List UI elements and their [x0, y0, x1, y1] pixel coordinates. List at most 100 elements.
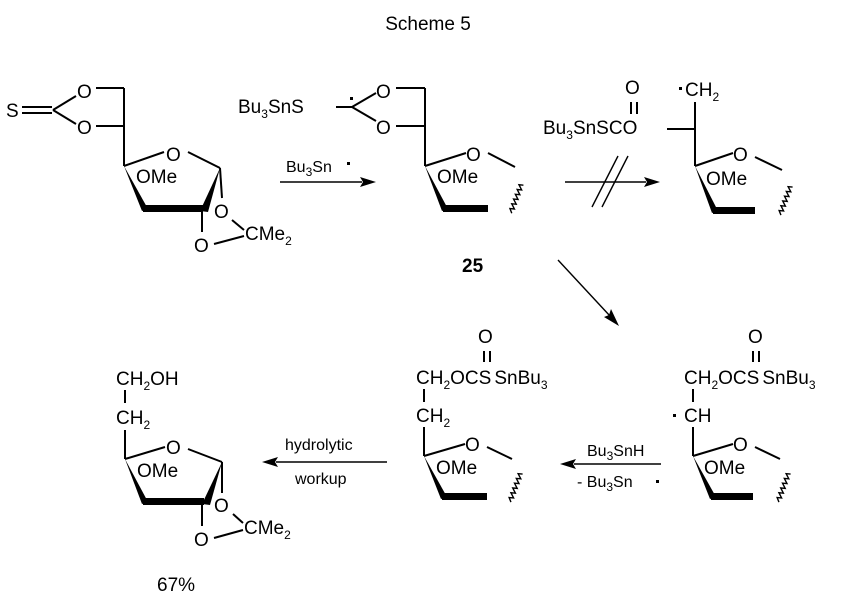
ring-oxygen: O [166, 145, 181, 166]
ome-label: OMe [136, 167, 177, 188]
arrowhead [360, 177, 376, 187]
radical-dot [350, 97, 353, 100]
atom-o: O [194, 530, 209, 551]
wavy-bond [776, 472, 791, 503]
ring-oxygen: O [166, 438, 181, 459]
wedge-bond [425, 166, 448, 211]
bond [187, 151, 221, 169]
arrow-1: Bu3Sn [280, 159, 376, 187]
ring-oxygen: O [466, 145, 481, 166]
carbonyl-o: O [748, 327, 763, 348]
bond [351, 106, 377, 122]
arrowhead [644, 177, 660, 187]
fragmented-radical: O CH2 Bu3SnSCO O OMe [543, 78, 793, 216]
cme2-label: CMe2 [244, 518, 291, 542]
arrow-diagonal [557, 259, 619, 326]
wedge-bond [124, 166, 148, 211]
radical-dot [673, 414, 676, 417]
ring-oxygen: O [733, 435, 748, 456]
bold-bond [443, 205, 488, 212]
cme2-label: CMe2 [245, 224, 292, 248]
atom-o: O [77, 118, 92, 139]
bold-bond [442, 493, 487, 500]
product: CH2OH CH2 O OMe O O CMe2 67% [116, 369, 291, 596]
bold-bond [143, 205, 203, 212]
bond [754, 446, 781, 460]
bold-bond [713, 207, 755, 214]
bond [219, 167, 223, 199]
bond [213, 529, 244, 539]
ch2-label: CH2 [685, 80, 719, 104]
bond [423, 443, 466, 457]
bond [754, 156, 783, 171]
wedge-bond [125, 459, 148, 504]
wavy-bond [508, 183, 524, 214]
strike-line [601, 155, 629, 208]
wavy-bond [508, 472, 523, 503]
ring-oxygen: O [465, 435, 480, 456]
reagent-label: Bu3SnH [587, 443, 644, 463]
reagent-label: Bu3Sn [286, 159, 332, 179]
bond [231, 219, 245, 231]
arrowhead [604, 309, 619, 326]
bond [52, 109, 77, 125]
bond [487, 152, 516, 168]
radical-dot [347, 162, 350, 165]
bond [232, 513, 244, 524]
arrow-shaft [557, 259, 611, 317]
ring-oxygen: O [733, 145, 748, 166]
arrow-3: Bu3SnH - Bu3Sn [560, 443, 661, 494]
atom-o: O [214, 496, 229, 517]
atom-o: O [376, 118, 391, 139]
wedge-bond [424, 456, 447, 499]
radical-dot [679, 87, 682, 90]
compound-number: 25 [462, 256, 484, 277]
condition-label: hydrolytic [285, 437, 353, 454]
ome-label: OMe [704, 458, 745, 479]
arrow-2-blocked [565, 155, 660, 208]
ome-label: OMe [436, 458, 477, 479]
yield-label: 67% [157, 575, 195, 596]
ome-label: OMe [137, 461, 178, 482]
radical-dot [656, 480, 659, 483]
bond [424, 152, 467, 167]
bond [124, 446, 166, 460]
ome-label: OMe [437, 167, 478, 188]
bold-bond [711, 493, 753, 500]
condition-label: workup [294, 471, 347, 488]
wedge-bond [200, 168, 220, 212]
ester-chain: Bu3SnSCO [543, 118, 637, 142]
ch-label: CH [684, 406, 711, 427]
atom-o: O [77, 82, 92, 103]
strike-line [591, 155, 619, 208]
arrowhead [560, 459, 576, 469]
compound-25: Bu3SnS O O O OMe 25 [238, 82, 524, 277]
bond [486, 446, 513, 460]
atom-o: O [194, 236, 209, 257]
carbonyl-o: O [625, 78, 640, 99]
carbonyl-o: O [478, 327, 493, 348]
ch2-label: CH2 [416, 406, 450, 430]
starting-material: S O O O OMe O O CMe2 [6, 82, 292, 257]
bond [692, 443, 734, 457]
ome-label: OMe [706, 169, 747, 190]
bond [351, 92, 377, 108]
bold-bond [143, 498, 204, 505]
wedge-bond [693, 456, 716, 499]
arrowhead [262, 457, 278, 467]
wedge-bond [202, 462, 222, 505]
ch2oh-label: CH2OH [116, 369, 179, 393]
bond [187, 448, 223, 463]
wedge-bond [695, 166, 718, 213]
atom-o: O [376, 82, 391, 103]
bond [213, 235, 245, 245]
bond [52, 95, 77, 111]
ch2-label: CH2 [116, 408, 150, 432]
byproduct-label: - Bu3Sn [577, 474, 633, 494]
bond [694, 152, 734, 167]
